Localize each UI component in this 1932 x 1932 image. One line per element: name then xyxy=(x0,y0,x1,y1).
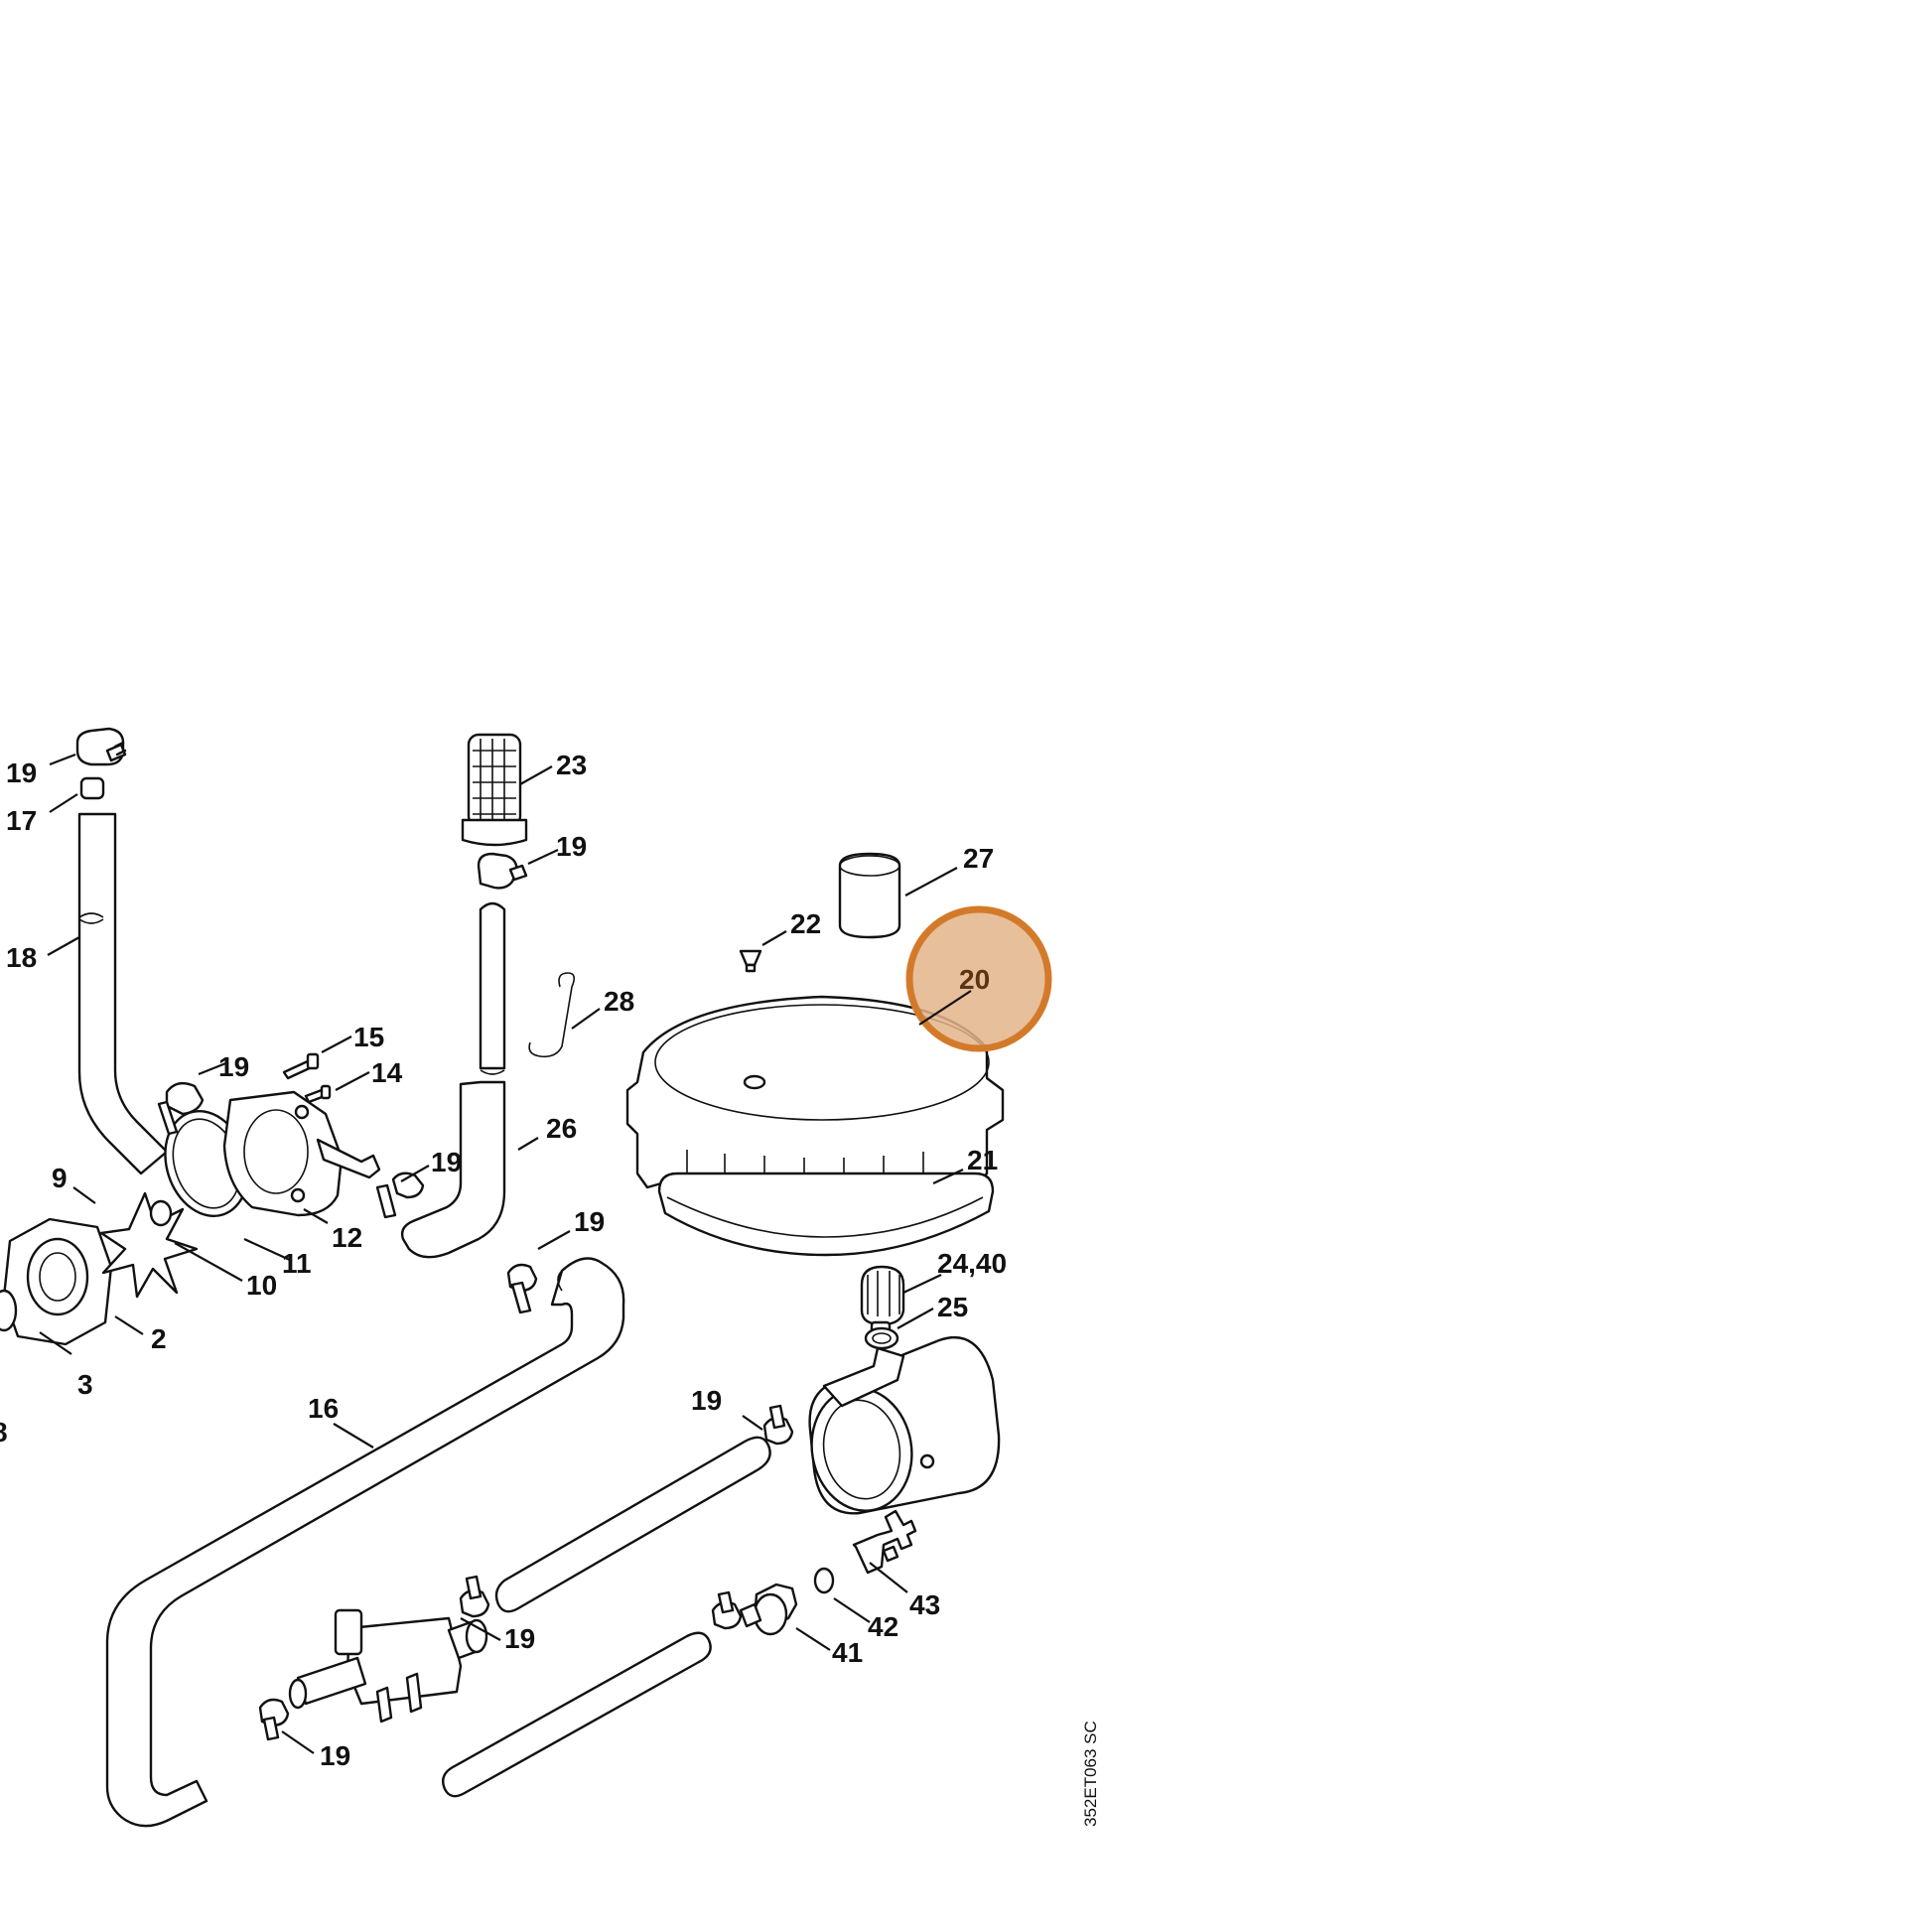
callout-42: 42 xyxy=(868,1611,898,1642)
leader-lines xyxy=(39,753,972,1754)
cap-27 xyxy=(838,852,901,939)
filter-housing xyxy=(808,1335,1001,1515)
callout-19: 19 xyxy=(556,831,587,862)
shaft-3 xyxy=(0,1289,18,1332)
hose-18 xyxy=(77,812,169,1175)
callout-19: 19 xyxy=(574,1206,605,1237)
hose-connector-17 xyxy=(79,776,105,800)
callout-9: 9 xyxy=(52,1163,68,1193)
callout-21: 21 xyxy=(967,1145,998,1175)
callout-19: 19 xyxy=(218,1051,249,1082)
callout-27: 27 xyxy=(963,843,994,874)
callout-43: 43 xyxy=(909,1589,940,1620)
valve-body xyxy=(288,1608,488,1724)
clip-fitting-19-mid xyxy=(375,1172,425,1219)
highlight-marker xyxy=(905,905,1052,1052)
strainer-23 xyxy=(461,733,528,847)
callout-19: 19 xyxy=(431,1147,462,1177)
callout-20-highlighted: 20 xyxy=(959,964,990,995)
clip-fitting-19-valve-right xyxy=(459,1575,490,1618)
clip-fitting-19-hose-upper xyxy=(762,1404,794,1446)
hose-16 xyxy=(105,1257,625,1828)
clip-fitting-19-valve-left xyxy=(258,1698,290,1741)
suction-tube-26 xyxy=(400,901,506,1259)
callout-28: 28 xyxy=(604,986,634,1017)
impeller-9 xyxy=(99,1191,199,1299)
pump-cover-12 xyxy=(222,1090,381,1217)
callout-8: 8 xyxy=(0,1417,8,1448)
hose-upper-right xyxy=(494,1436,771,1613)
callout-19: 19 xyxy=(6,758,37,788)
callout-19: 19 xyxy=(320,1740,350,1771)
elbow-fitting-top-left xyxy=(75,727,127,766)
clip-fitting-19-pump xyxy=(157,1081,205,1136)
drawing-code: 352ET063 SC xyxy=(1081,1721,1100,1827)
clip-fitting-19-hose-lower xyxy=(711,1590,743,1630)
callout-24-40: 24,40 xyxy=(937,1248,1007,1279)
callout-25: 25 xyxy=(937,1292,968,1322)
oring-25 xyxy=(864,1326,899,1350)
elbow-fitting-19-tube xyxy=(477,852,528,890)
callout-23: 23 xyxy=(556,750,587,780)
spring-clip-28 xyxy=(528,972,576,1058)
callout-41: 41 xyxy=(832,1637,863,1668)
hose-lower-right xyxy=(442,1631,712,1798)
plug-22 xyxy=(739,949,762,973)
seal-21 xyxy=(657,1172,995,1257)
pump-flange-2 xyxy=(2,1217,113,1346)
nipple-43 xyxy=(852,1509,917,1575)
callout-16: 16 xyxy=(308,1393,339,1424)
fitting-41 xyxy=(739,1583,798,1636)
callout-15: 15 xyxy=(353,1022,384,1052)
callout-19: 19 xyxy=(691,1385,722,1416)
callout-19: 19 xyxy=(504,1623,535,1654)
screw-14 xyxy=(304,1084,332,1104)
callout-17: 17 xyxy=(6,805,37,836)
callout-22: 22 xyxy=(790,908,821,939)
clip-fitting-19-lower xyxy=(506,1263,538,1314)
callout-10: 10 xyxy=(246,1270,277,1301)
callout-3: 3 xyxy=(77,1369,93,1400)
oring-42 xyxy=(813,1567,835,1594)
callout-14: 14 xyxy=(371,1057,403,1088)
screw-15 xyxy=(282,1052,320,1080)
washer-10 xyxy=(149,1199,173,1227)
callout-12: 12 xyxy=(332,1222,362,1253)
callout-11: 11 xyxy=(282,1248,312,1279)
callout-26: 26 xyxy=(546,1113,577,1144)
knob-24-40 xyxy=(860,1265,905,1338)
callout-2: 2 xyxy=(151,1323,167,1354)
callout-18: 18 xyxy=(6,942,37,973)
